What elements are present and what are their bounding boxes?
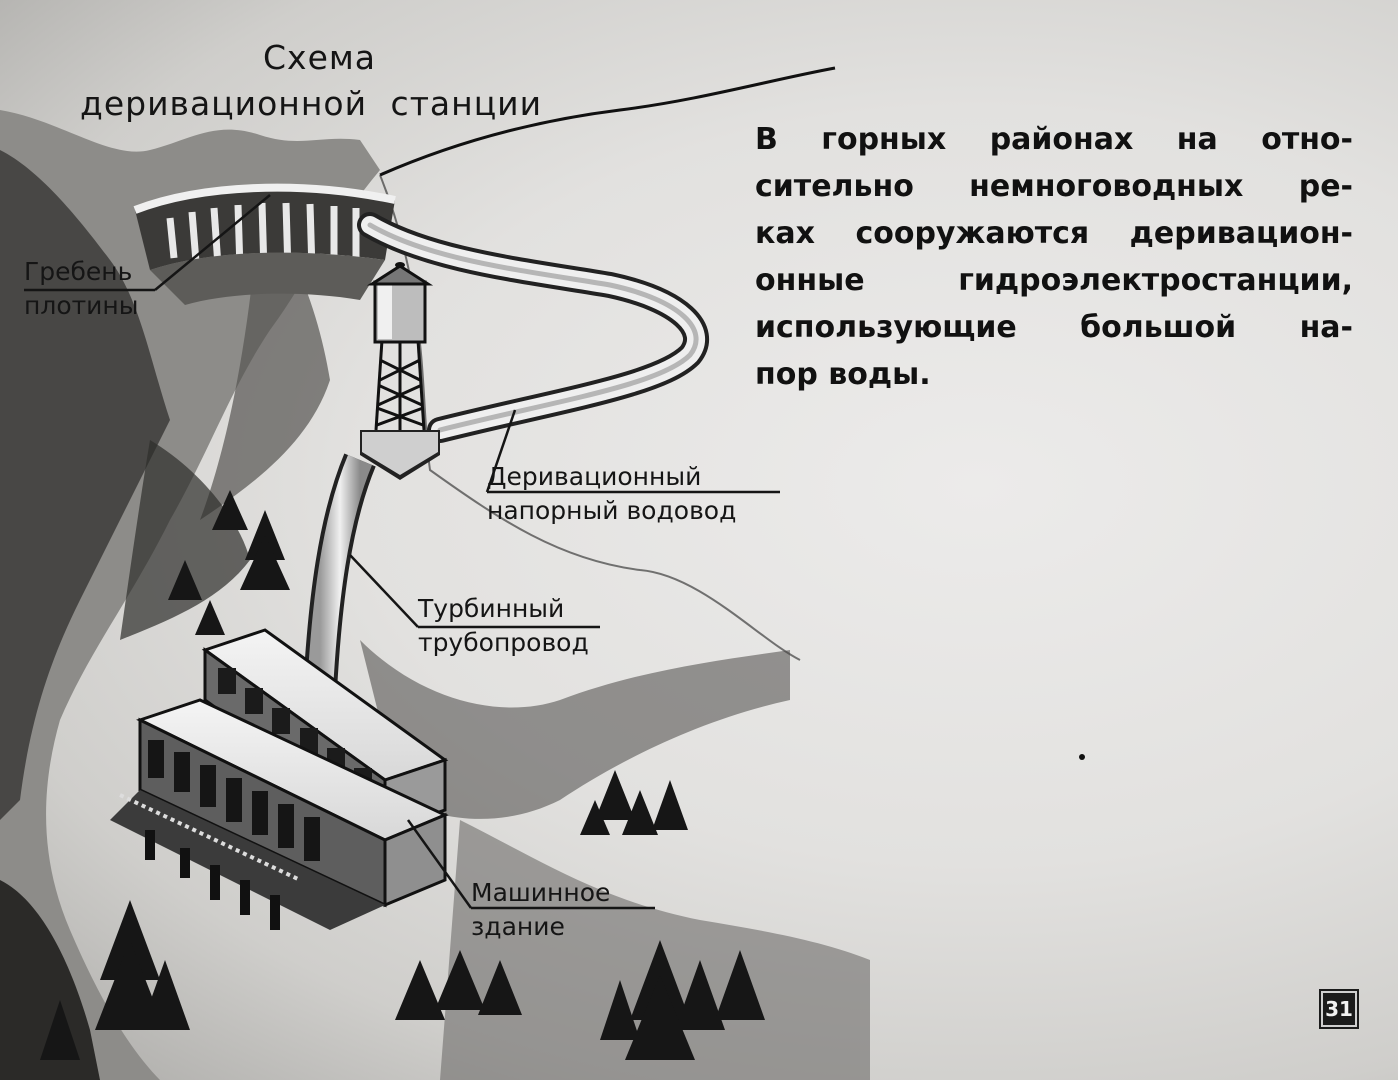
diagram-title-line-2: деривационной станции: [80, 84, 543, 123]
label-machine-hall-line-1: Машинное: [471, 878, 611, 907]
description-line: пор воды.: [755, 357, 931, 392]
fir-tree-icon: [40, 490, 765, 1060]
water-tower-icon: [360, 262, 440, 480]
label-turbine-pipeline: Турбинный трубопровод: [418, 592, 589, 660]
label-turbine-pipeline-line-2: трубопровод: [418, 628, 589, 657]
description-line: использующие большой на-: [755, 310, 1353, 345]
label-dam-crest-line-1: Гребень: [24, 257, 133, 286]
diagram-title-line-1: Схема: [263, 38, 376, 77]
label-dam-crest: Гребень плотины: [24, 255, 139, 323]
label-derivation-conduit: Деривационный напорный водовод: [487, 460, 736, 528]
label-machine-hall-line-2: здание: [471, 912, 565, 941]
label-turbine-pipeline-line-1: Турбинный: [418, 594, 565, 623]
label-derivation-conduit-line-1: Деривационный: [487, 462, 702, 491]
label-machine-hall: Машинное здание: [471, 876, 610, 944]
pipeline-icon: [303, 212, 709, 691]
description-line: онные гидроэлектростанции,: [755, 263, 1353, 298]
dam-icon: [133, 183, 396, 305]
description-text: В горных районах на отно- сительно немно…: [755, 116, 1353, 398]
description-line: В горных районах на отно-: [755, 122, 1353, 157]
label-dam-crest-line-2: плотины: [24, 291, 139, 320]
description-line: ках сооружаются деривацион-: [755, 216, 1353, 251]
label-derivation-conduit-line-2: напорный водовод: [487, 496, 737, 525]
frame-number-badge: 31: [1319, 989, 1359, 1029]
power-house-icon: [110, 628, 449, 930]
description-line: сительно немноговодных ре-: [755, 169, 1353, 204]
